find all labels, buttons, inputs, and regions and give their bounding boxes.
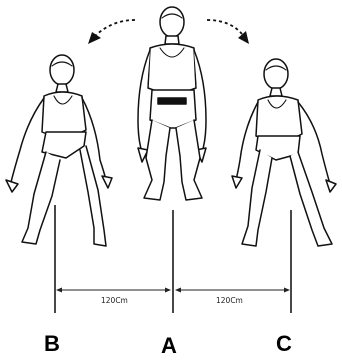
athlete-figure-c-icon — [232, 59, 336, 246]
athlete-figure-a-icon — [138, 7, 206, 200]
distance-label-b-a: 120Cm — [101, 296, 128, 305]
point-label-b: B — [44, 331, 60, 356]
point-label-c: C — [276, 331, 292, 356]
curved-arrow-left-icon — [88, 20, 135, 44]
dimension-b-a: 120Cm — [56, 288, 171, 306]
distance-label-a-c: 120Cm — [216, 296, 243, 305]
dimension-a-c: 120Cm — [175, 288, 290, 306]
athlete-figure-b-icon — [6, 55, 112, 246]
curved-arrow-right-icon — [207, 20, 249, 44]
point-label-a: A — [161, 333, 177, 358]
